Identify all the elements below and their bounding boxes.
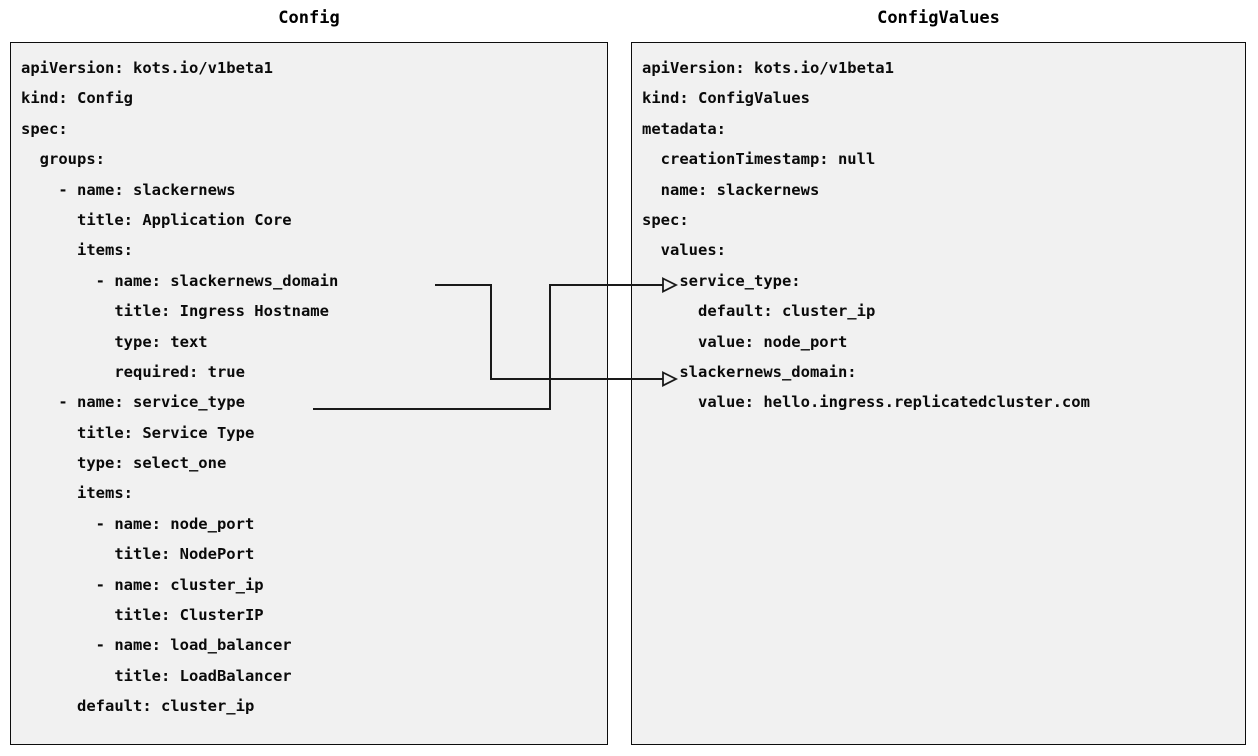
config-yaml-line-8: title: Ingress Hostname: [21, 302, 329, 321]
config-yaml-line-19: - name: load_balancer: [21, 636, 292, 655]
config-yaml-line-20: title: LoadBalancer: [21, 666, 292, 685]
config-yaml-line-5: title: Application Core: [21, 210, 292, 229]
left-panel-title: Config: [278, 8, 340, 28]
configvalues-yaml-line-6: values:: [642, 241, 726, 260]
config-yaml-line-7: - name: slackernews_domain: [21, 271, 339, 290]
configvalues-yaml-line-4: name: slackernews: [642, 180, 820, 199]
config-yaml-line-21: default: cluster_ip: [21, 697, 255, 716]
right-panel-title: ConfigValues: [877, 8, 1000, 28]
config-yaml-line-18: title: ClusterIP: [21, 606, 264, 625]
config-yaml-line-3: groups:: [21, 150, 105, 169]
config-yaml-line-11: - name: service_type: [21, 393, 245, 412]
config-yaml-line-9: type: text: [21, 332, 208, 351]
config-yaml-line-16: title: NodePort: [21, 545, 255, 564]
config-yaml-line-12: title: Service Type: [21, 423, 255, 442]
config-yaml-panel: apiVersion: kots.io/v1beta1 kind: Config s…: [10, 42, 608, 745]
configvalues-yaml-line-0: apiVersion: kots.io/v1beta1: [642, 59, 894, 77]
config-yaml-line-0: apiVersion: kots.io/v1beta1: [21, 59, 273, 77]
configvalues-yaml-text: apiVersion: kots.io/v1beta1 kind: ConfigV…: [642, 53, 1241, 742]
config-yaml-line-14: items:: [21, 484, 133, 503]
config-yaml-line-2: spec:: [21, 119, 68, 138]
config-yaml-text: apiVersion: kots.io/v1beta1 kind: Config s…: [21, 53, 603, 742]
config-yaml-line-4: - name: slackernews: [21, 180, 236, 199]
configvalues-yaml-line-3: creationTimestamp: null: [642, 150, 876, 169]
configvalues-yaml-line-5: spec:: [642, 210, 689, 229]
config-yaml-line-6: items:: [21, 241, 133, 260]
config-yaml-line-10: required: true: [21, 362, 245, 381]
config-yaml-line-13: type: select_one: [21, 454, 227, 473]
config-yaml-line-15: - name: node_port: [21, 514, 255, 533]
config-yaml-line-17: - name: cluster_ip: [21, 575, 264, 594]
configvalues-yaml-line-10: slackernews_domain:: [642, 362, 857, 381]
configvalues-yaml-line-2: metadata:: [642, 119, 726, 138]
configvalues-yaml-line-8: default: cluster_ip: [642, 302, 876, 321]
configvalues-yaml-line-11: value: hello.ingress.replicatedcluster.c…: [642, 393, 1090, 412]
configvalues-yaml-line-1: kind: ConfigValues: [642, 89, 810, 108]
configvalues-yaml-line-9: value: node_port: [642, 332, 848, 351]
configvalues-yaml-panel: apiVersion: kots.io/v1beta1 kind: ConfigV…: [631, 42, 1246, 745]
configvalues-yaml-line-7: service_type:: [642, 271, 801, 290]
config-yaml-line-1: kind: Config: [21, 89, 133, 108]
